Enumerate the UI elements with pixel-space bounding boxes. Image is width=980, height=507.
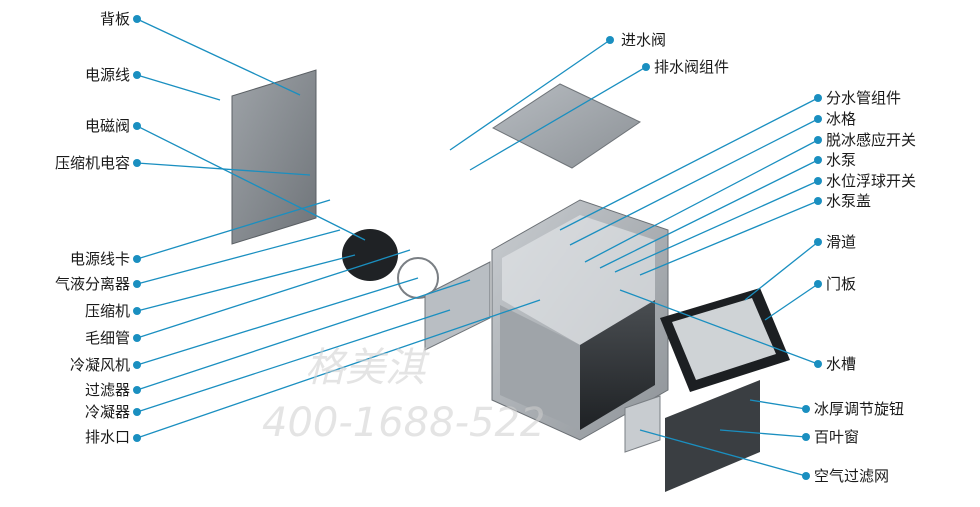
watermark-brand: 格美淇: [305, 345, 425, 391]
leader-line: [136, 18, 301, 96]
leader-line: [744, 241, 819, 301]
leader-dot: [814, 238, 822, 246]
label-water-tray: 水槽: [826, 355, 857, 373]
leader-line: [136, 162, 311, 176]
label-condenser-fan: 冷凝风机: [69, 356, 130, 374]
leader-line: [136, 277, 419, 366]
leader-line: [136, 125, 366, 241]
leader-line: [599, 159, 819, 269]
label-water-distributor: 分水管组件: [826, 89, 902, 107]
leader-dot: [133, 334, 141, 342]
leader-dot: [642, 63, 650, 71]
label-air-filter: 空气过滤网: [814, 467, 890, 485]
compressor: [342, 229, 398, 281]
leader-line: [719, 429, 807, 438]
cabinet: [491, 199, 669, 441]
leader-dot: [133, 159, 141, 167]
leader-dot: [814, 280, 822, 288]
label-slide-rail: 滑道: [826, 233, 857, 251]
top-lid: [492, 83, 642, 169]
air-filter: [624, 395, 661, 453]
leader-dot: [814, 94, 822, 102]
label-float-switch: 水位浮球开关: [826, 172, 917, 190]
leader-dot: [133, 280, 141, 288]
leader-line: [749, 399, 807, 410]
label-ice-grid: 冰格: [826, 110, 857, 128]
condenser: [424, 261, 491, 351]
leader-line: [136, 229, 341, 285]
leader-line: [136, 299, 541, 439]
leader-dot: [814, 197, 822, 205]
leader-line: [614, 180, 819, 273]
leader-dot: [802, 472, 810, 480]
leader-line: [136, 254, 356, 312]
label-solenoid-valve: 电磁阀: [84, 117, 130, 135]
leader-line: [136, 279, 471, 391]
leader-line: [136, 74, 221, 101]
label-condenser: 冷凝器: [84, 403, 130, 421]
leader-line: [449, 39, 611, 151]
leader-line: [136, 199, 331, 260]
leader-dot: [133, 255, 141, 263]
label-harvest-sensor-switch: 脱冰感应开关: [826, 131, 917, 149]
leader-dot: [133, 15, 141, 23]
label-drain-outlet: 排水口: [84, 428, 130, 446]
label-cord-clamp: 电源线卡: [69, 250, 130, 268]
leader-dot: [133, 361, 141, 369]
watermark-phone: 400-1688-522: [262, 400, 546, 446]
condenser-fan: [397, 257, 439, 299]
label-filter-drier: 过滤器: [84, 381, 130, 399]
leader-dot: [814, 115, 822, 123]
leader-line: [619, 289, 819, 365]
label-power-cord: 电源线: [84, 66, 130, 84]
label-water-pump: 水泵: [826, 151, 857, 169]
leader-dot: [133, 434, 141, 442]
door-panel: [660, 288, 790, 392]
leader-line: [136, 249, 411, 339]
leader-dot: [814, 156, 822, 164]
leader-lines: [133, 15, 822, 480]
label-ice-thickness-knob: 冰厚调节旋钮: [814, 400, 905, 418]
leader-dot: [606, 36, 614, 44]
leader-dot: [133, 71, 141, 79]
leader-line: [469, 66, 647, 171]
leader-line: [569, 118, 819, 246]
label-back-panel: 背板: [99, 10, 130, 28]
label-inlet-valve: 进水阀: [621, 31, 667, 49]
leader-dot: [133, 307, 141, 315]
label-capillary-tube: 毛细管: [84, 329, 130, 347]
leader-dot: [802, 433, 810, 441]
label-compressor: 压缩机: [84, 302, 130, 320]
label-drain-valve-assembly: 排水阀组件: [654, 58, 730, 76]
label-accumulator: 气液分离器: [54, 275, 130, 293]
leader-dot: [814, 360, 822, 368]
leader-line: [764, 283, 819, 321]
leader-line: [639, 200, 819, 276]
leader-line: [559, 97, 819, 231]
leader-line: [639, 429, 807, 477]
leader-dot: [133, 386, 141, 394]
leader-dot: [133, 122, 141, 130]
leader-line: [584, 139, 819, 263]
leader-line: [136, 309, 451, 413]
leader-dot: [814, 136, 822, 144]
leader-dot: [133, 408, 141, 416]
louver-panel: [665, 380, 760, 492]
label-pump-cover: 水泵盖: [826, 192, 872, 210]
back-panel: [231, 17, 317, 245]
leader-dot: [814, 177, 822, 185]
label-door-panel: 门板: [826, 275, 857, 293]
label-louver: 百叶窗: [814, 428, 860, 446]
leader-dot: [802, 405, 810, 413]
label-compressor-capacitor: 压缩机电容: [54, 154, 130, 172]
